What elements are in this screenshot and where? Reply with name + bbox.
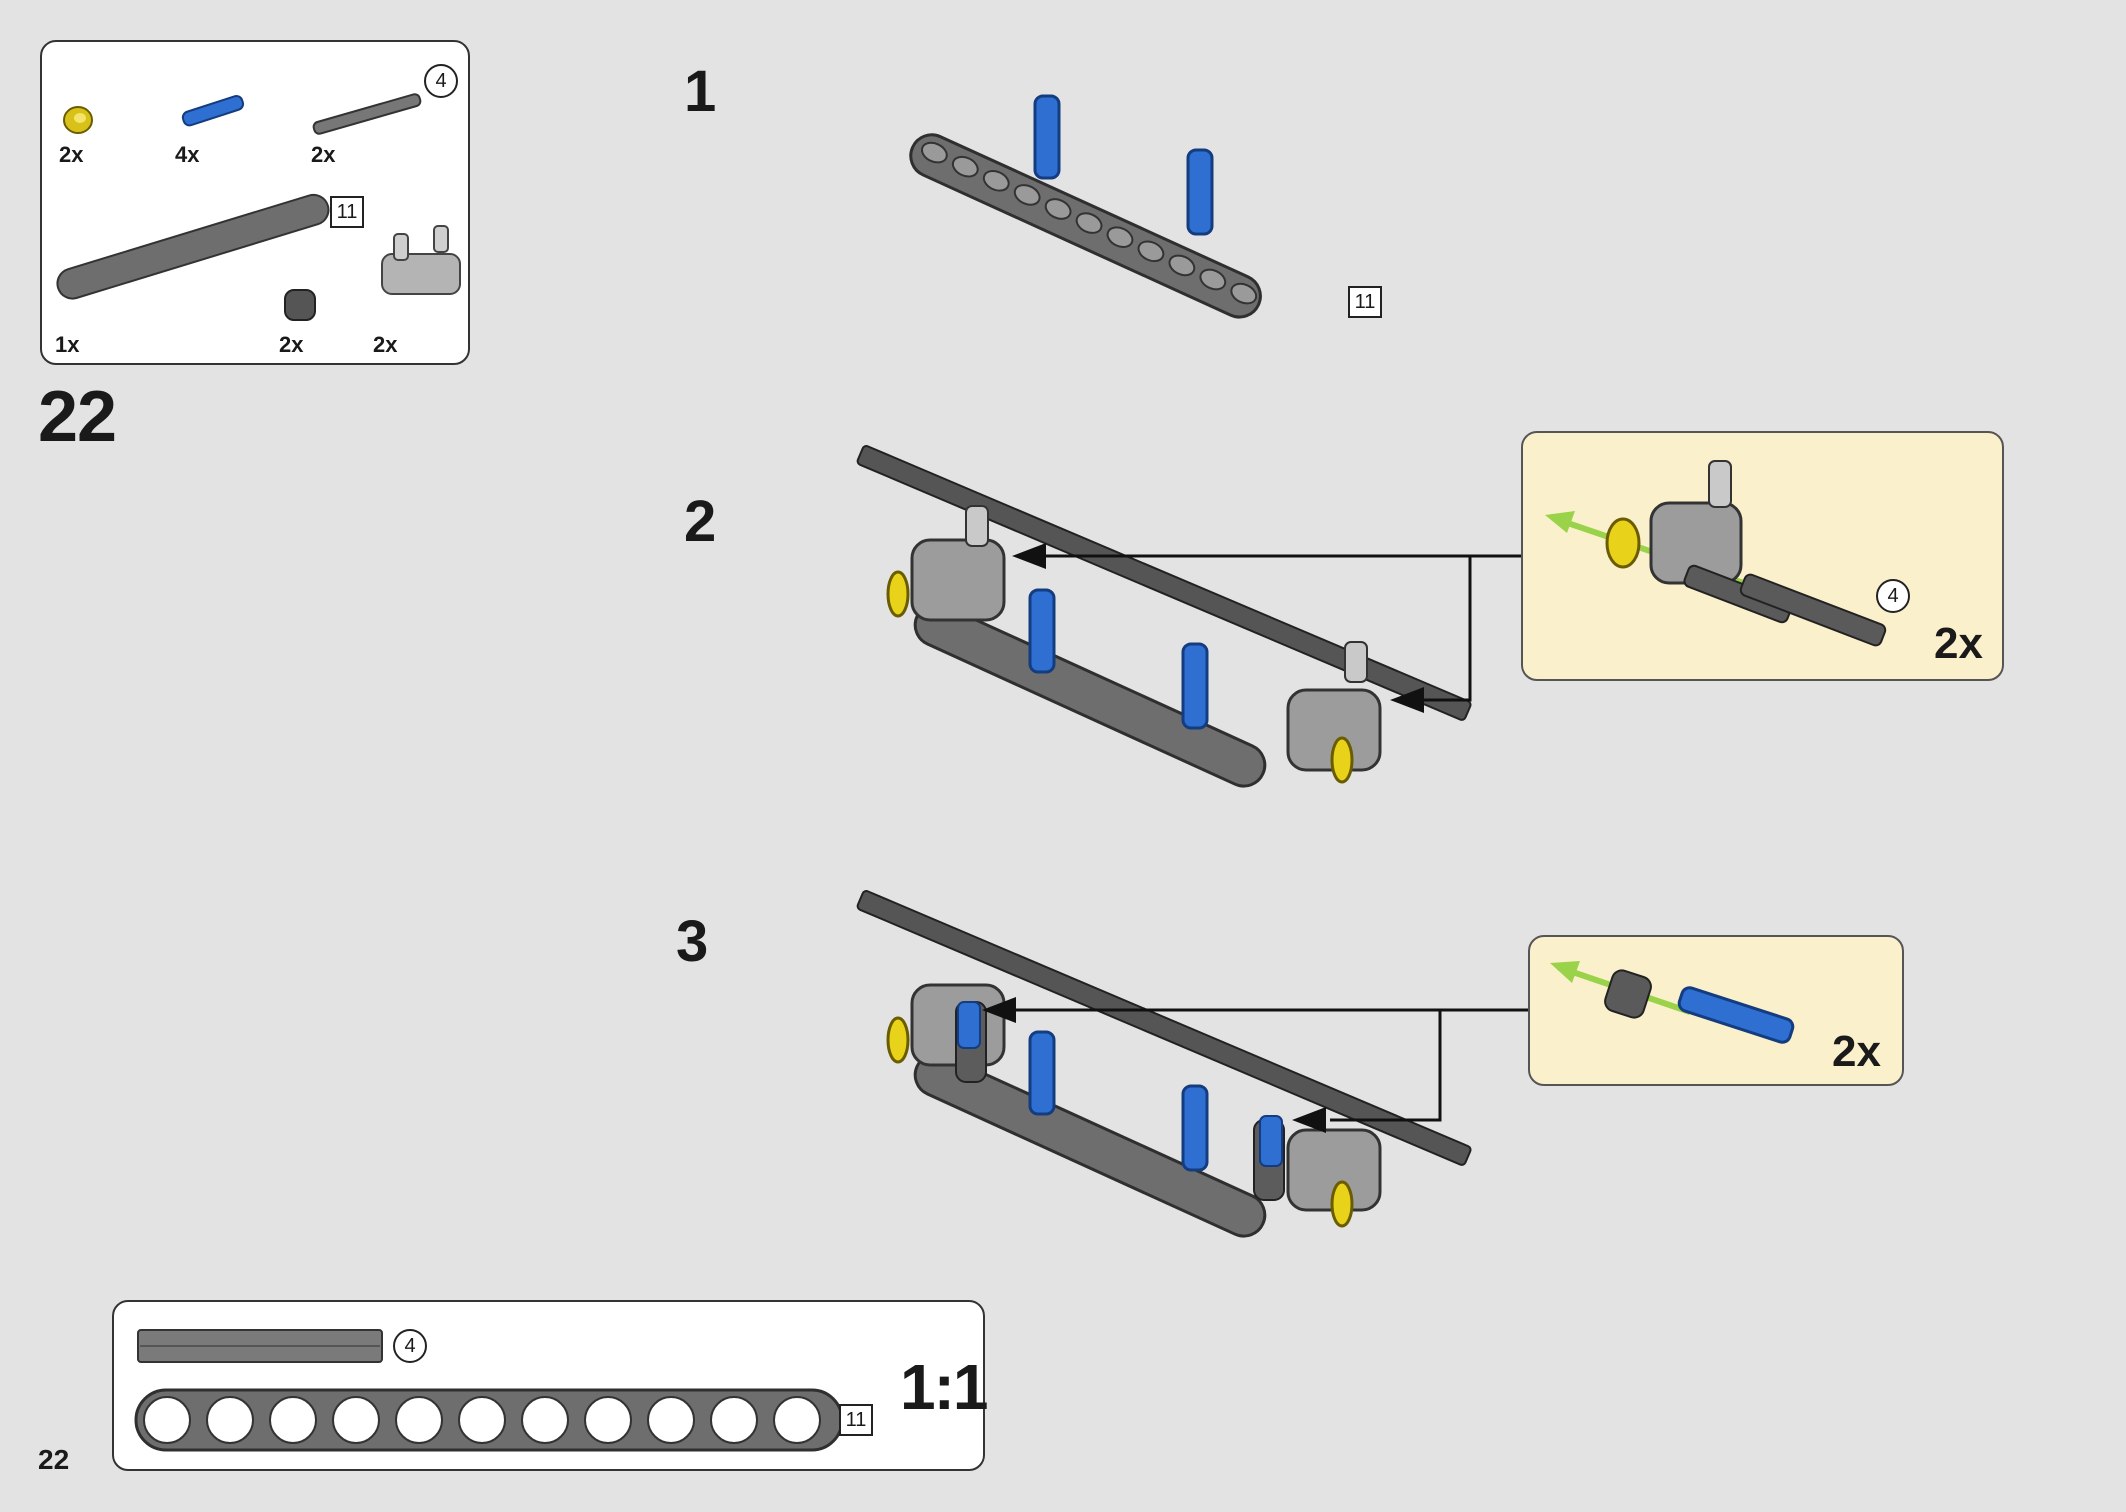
step-2-callout-qty: 2x (1934, 619, 1983, 668)
beam-length-indicator: 11 (330, 196, 364, 228)
qty-yellow-bush: 2x (59, 142, 84, 167)
page-step-number: 22 (38, 377, 117, 457)
qty-axle: 2x (311, 142, 336, 167)
scale-reference-box: 4 11 1:1 (112, 1300, 988, 1471)
scale-label: 1:1 (900, 1351, 988, 1423)
green-arrow-icon (1550, 961, 1580, 983)
arrow-left-icon (1390, 687, 1424, 713)
parts-list-box: 2x 4x 2x 1x 2x 2x 4 11 (40, 40, 470, 365)
qty-dark-bush: 2x (279, 332, 304, 357)
ruler-axle-length: 4 (393, 1329, 427, 1363)
step-3-pointer-lines (1010, 1008, 1528, 1122)
arrow-left-icon (982, 997, 1016, 1023)
yellow-bush-icon (63, 106, 93, 134)
step-3-beam-icon (913, 1052, 1267, 1238)
step-2-pin-a (1028, 588, 1056, 674)
blue-pin-icon (181, 95, 245, 127)
step-label-3: 3 (676, 909, 709, 974)
callout-axle-length: 4 (1876, 579, 1910, 613)
step-3-cross-block-left (886, 983, 1006, 1083)
step-label-1: 1 (684, 59, 717, 124)
step-3-pin-b (1181, 1084, 1209, 1172)
step-2-cross-block-right (1286, 641, 1382, 784)
arrow-left-icon (1012, 543, 1046, 569)
parts-list-art (56, 93, 461, 321)
qty-cross-block: 2x (373, 332, 398, 357)
green-arrow-icon (1545, 511, 1575, 533)
step-3-callout: 2x (1528, 935, 1904, 1086)
step-2-cross-block-left (886, 505, 1006, 622)
blue-pin-icon (1677, 986, 1795, 1044)
qty-blue-pin: 4x (175, 142, 200, 167)
axle-length-indicator: 4 (424, 64, 458, 98)
dark-bush-icon (284, 289, 316, 321)
step-3-cross-block-right (1253, 1115, 1382, 1228)
yellow-bush-icon (1605, 517, 1641, 569)
step-2-callout-art (1545, 460, 1887, 647)
step-2-callout: 4 2x (1521, 431, 2004, 681)
cross-block-icon (381, 225, 461, 295)
step-2-pin-b (1181, 642, 1209, 730)
step-1-beam-icon (909, 133, 1262, 319)
step-1-assembly (909, 94, 1262, 319)
beam-icon (56, 193, 330, 300)
page-number: 22 (38, 1444, 70, 1475)
ruler-beam-length: 11 (839, 1404, 873, 1436)
scale-reference-art (134, 1329, 844, 1452)
step-3-pin-a (1028, 1030, 1056, 1116)
step-3-axle (856, 890, 1472, 1166)
step-label-2: 2 (684, 489, 717, 554)
step-1-blue-pin-icon (1033, 94, 1214, 236)
axle-icon (312, 93, 422, 135)
step-3-assembly (856, 890, 1528, 1238)
dark-bush-icon (1604, 969, 1652, 1019)
step-2-assembly (856, 445, 1521, 788)
step-3-callout-art (1550, 961, 1795, 1044)
step-1-beam-length: 11 (1348, 286, 1382, 318)
step-2-pointer-lines (1040, 554, 1521, 702)
arrow-left-icon (1292, 1107, 1326, 1133)
qty-beam: 1x (55, 332, 80, 357)
step-2-beam-icon (913, 602, 1267, 788)
step-3-callout-qty: 2x (1832, 1027, 1881, 1076)
step-2-axle (856, 445, 1472, 721)
